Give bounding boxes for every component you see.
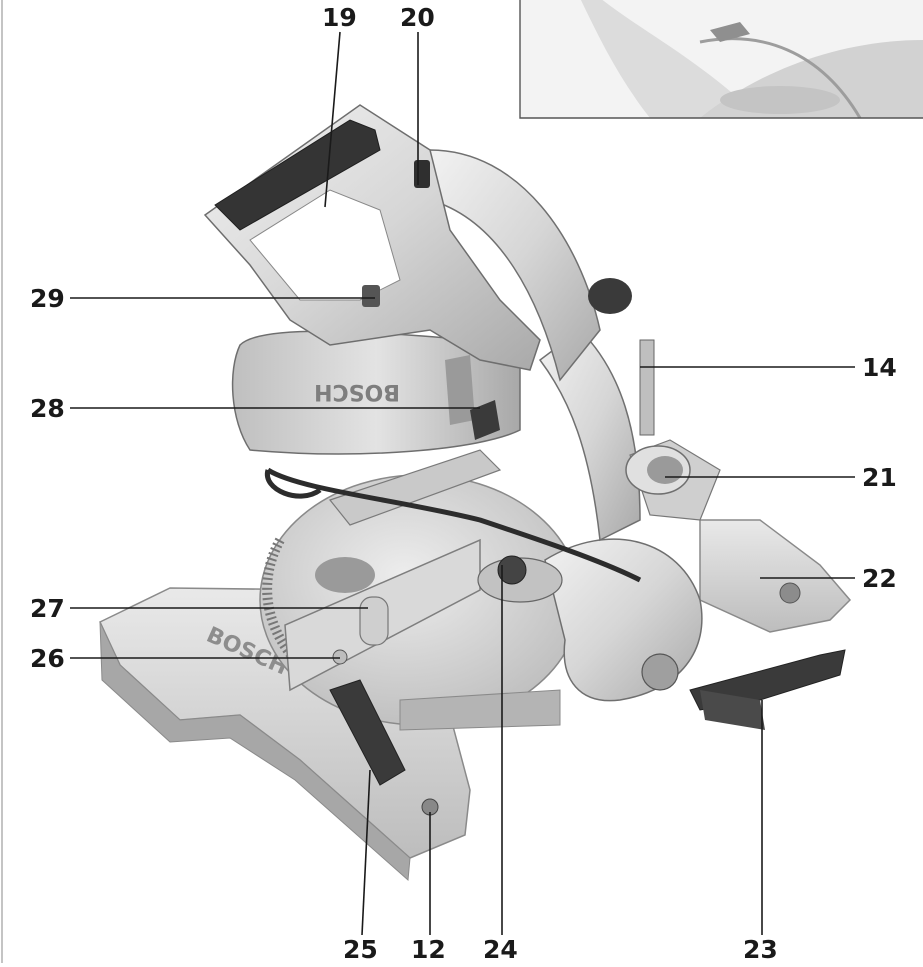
detail-inset — [519, 0, 923, 119]
motor-logo-text: BOSCH — [314, 379, 400, 404]
leader-25 — [361, 769, 371, 936]
callout-21: 21 — [862, 463, 897, 492]
saw-blade-guard — [477, 538, 703, 702]
cord-loop — [264, 469, 322, 499]
callout-22: 22 — [862, 564, 897, 593]
callout-23: 23 — [743, 935, 778, 963]
handle-latch — [470, 400, 500, 440]
power-cord — [266, 467, 642, 583]
fence — [284, 449, 502, 692]
callout-29: 29 — [30, 284, 65, 313]
upper-guard — [429, 149, 632, 382]
saw-arm — [538, 329, 721, 542]
miter-lock-lever — [329, 679, 406, 786]
callout-12: 12 — [411, 935, 446, 963]
callout-26: 26 — [30, 644, 65, 673]
callout-24: 24 — [483, 935, 518, 963]
leader-lines — [70, 31, 855, 936]
callout-20: 20 — [400, 3, 435, 32]
saw-handle — [203, 104, 541, 371]
callout-25: 25 — [343, 935, 378, 963]
callout-19: 19 — [322, 3, 357, 32]
callout-27: 27 — [30, 594, 65, 623]
callout-28: 28 — [30, 394, 65, 423]
leader-19 — [324, 31, 341, 208]
bevel-lock-handle — [689, 649, 846, 730]
callout-labels: 19 20 29 28 14 21 22 27 26 23 24 25 12 — [30, 3, 897, 964]
callout-14: 14 — [862, 353, 897, 382]
